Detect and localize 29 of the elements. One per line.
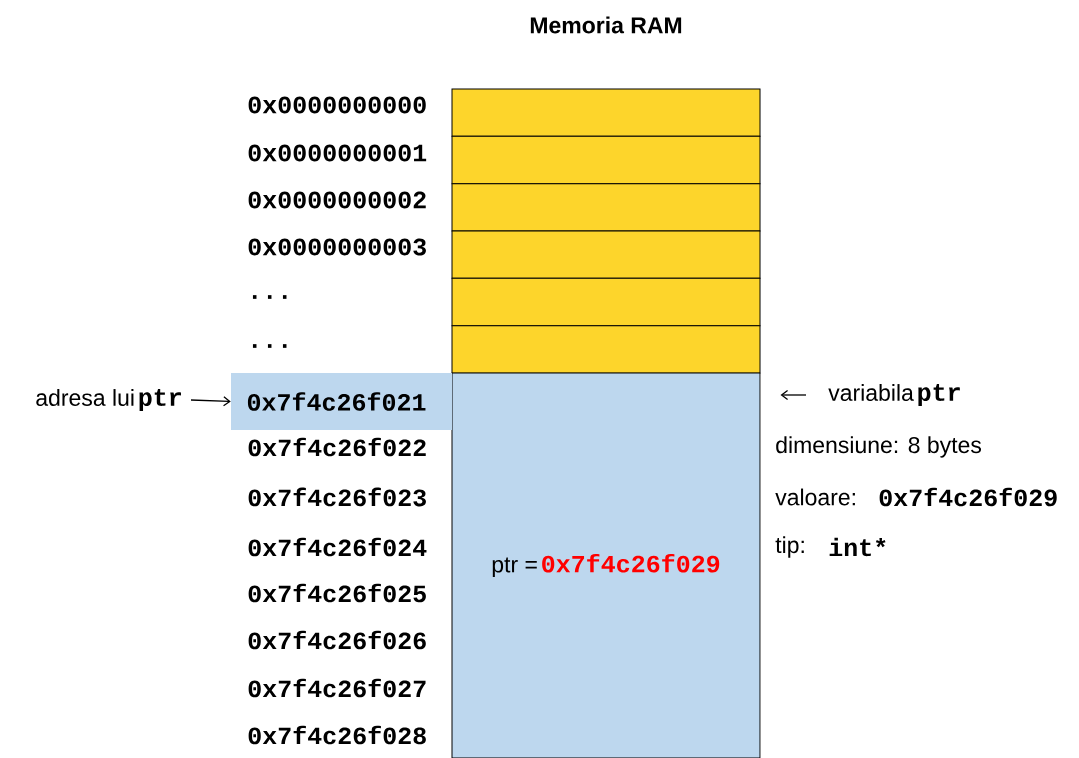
- address-label: 0x7f4c26f028: [248, 725, 426, 745]
- address-label: 0x7f4c26f024: [248, 537, 427, 557]
- info-text: dimensiune: 8 bytes: [776, 436, 982, 458]
- memory-cell: [451, 135, 761, 185]
- address-label: ...: [252, 295, 287, 299]
- address-label: ...: [252, 344, 287, 348]
- address-label: 0x0000000001: [248, 144, 427, 162]
- annotation-text: variabila ptr: [828, 384, 960, 406]
- address-label: 0x7f4c26f023: [248, 487, 426, 507]
- memory-cell: [451, 325, 761, 374]
- address-label: 0x0000000000: [248, 96, 426, 114]
- title: Memoria RAM: [530, 16, 682, 34]
- address-label: 0x7f4c26f025: [248, 583, 426, 603]
- memory-cell: [451, 277, 761, 327]
- highlighted-address: 0x7f4c26f021: [231, 373, 452, 430]
- arrow: [780, 389, 807, 401]
- value-text: 0x7f4c26f029: [879, 487, 1057, 507]
- address-label: 0x0000000003: [248, 238, 426, 256]
- address-label: 0x7f4c26f027: [248, 678, 426, 698]
- address-label: 0x7f4c26f022: [248, 437, 426, 457]
- type-text: int*: [829, 537, 886, 557]
- arrow: [190, 396, 231, 407]
- annotation-text: adresa lui ptr: [36, 389, 181, 411]
- memory-cell: [451, 183, 761, 232]
- memory-cell: [451, 88, 761, 137]
- address-label: 0x0000000002: [248, 191, 426, 209]
- address-label: 0x7f4c26f026: [248, 630, 426, 650]
- memory-cell: [451, 230, 761, 279]
- memory-block: ptr = 0x7f4c26f029: [451, 372, 761, 758]
